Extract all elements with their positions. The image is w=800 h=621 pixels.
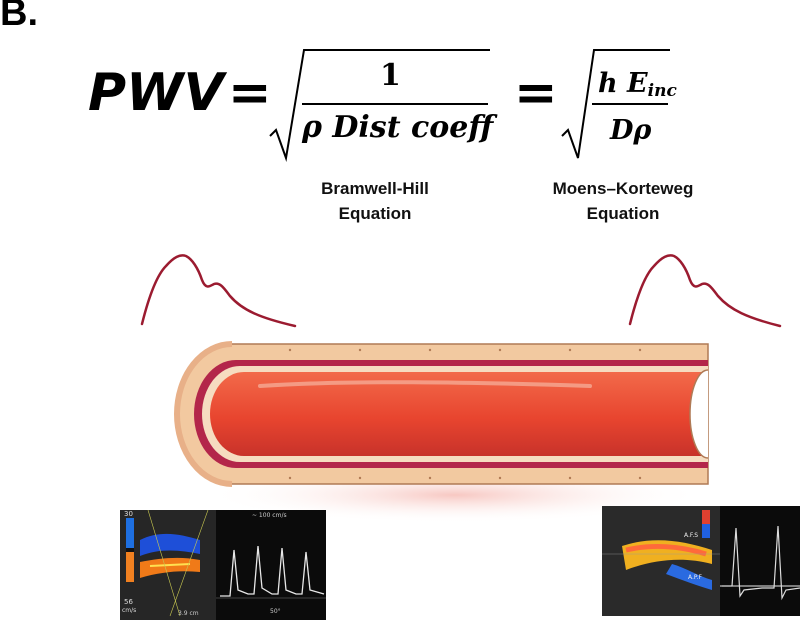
bramwell-hill-label-line2: Equation (338, 204, 412, 223)
color-scale-blue (126, 518, 134, 548)
artery-opening (689, 369, 709, 459)
moens-korteweg-label-line2: Equation (586, 204, 660, 223)
numerator-h-e: h E (598, 68, 648, 99)
doppler-graphic (602, 506, 800, 616)
proximal-pulse-waveform (140, 254, 297, 328)
distal-pulse-waveform (628, 254, 782, 328)
numerator-subscript: inc (647, 81, 677, 101)
bramwell-hill-numerator: 1 (380, 58, 401, 93)
doppler-graphic (120, 510, 326, 620)
moens-korteweg-label: Moens–Korteweg Equation (538, 176, 708, 226)
femoral-doppler-image: A.F.S A.P.F (602, 506, 800, 616)
moens-korteweg-numerator: h Einc (598, 68, 677, 101)
wall-dots (288, 348, 642, 480)
scale-bottom-label: 56 (124, 598, 133, 606)
moens-korteweg-denominator: Dρ (610, 115, 652, 146)
angle-label: 50° (270, 608, 281, 615)
bramwell-hill-label-line1: Bramwell-Hill (321, 179, 429, 198)
panel-label: B. (0, 0, 38, 34)
bramwell-hill-denominator: ρ Dist coeff (302, 110, 494, 145)
moens-korteweg-label-line1: Moens–Korteweg (552, 179, 694, 198)
scale-unit-label: cm/s (122, 607, 137, 614)
carotid-doppler-image: 30 56 cm/s ~ 100 cm/s 3.9 cm 50° (120, 510, 326, 620)
equals-sign-1: = (228, 63, 272, 123)
tag-top-label: A.F.S (684, 532, 699, 539)
equals-sign-2: = (514, 63, 558, 123)
artery-wall-end (174, 341, 233, 487)
bramwell-hill-label: Bramwell-Hill Equation (300, 176, 450, 226)
color-scale-orange (126, 552, 134, 582)
scale-top-label: 30 (124, 510, 133, 518)
depth-label: 3.9 cm (178, 610, 199, 617)
pwv-symbol: PWV (88, 63, 224, 123)
artery-lumen (210, 372, 708, 456)
lumen-highlight (258, 380, 592, 388)
doppler-header-label: ~ 100 cm/s (252, 512, 287, 519)
moens-korteweg-radical (561, 49, 670, 159)
tag-bottom-label: A.P.F (688, 574, 702, 581)
artery-illustration (174, 341, 709, 523)
bramwell-hill-radical (269, 49, 490, 162)
